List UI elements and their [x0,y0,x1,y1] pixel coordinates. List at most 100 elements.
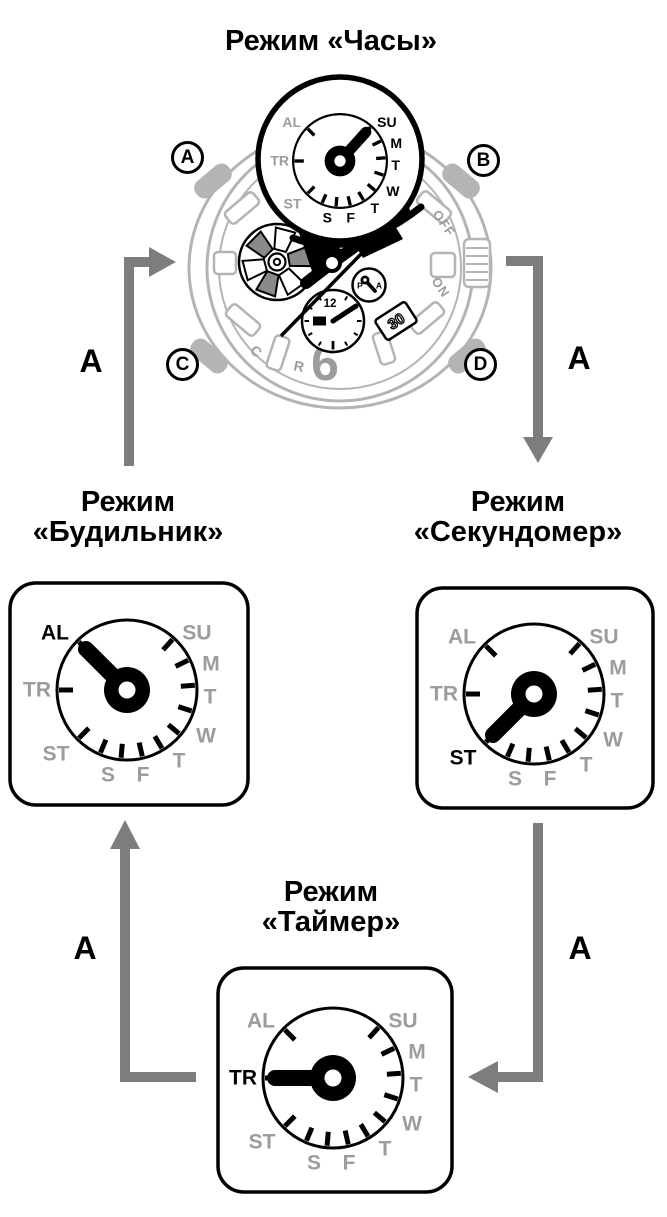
timer-dial-label-day-1-m: M [408,1041,426,1064]
clock-mode-title-text: Режим «Часы» [225,25,437,57]
clock-magnified-subdial-label-day-0-su: SU [377,114,397,130]
alarm-mode-title: Режим «Будильник» [8,487,248,547]
timer-dial-tick [386,1070,402,1077]
timer-dial-tick [383,1092,399,1102]
timer-dial-label-day-5-f: F [343,1152,356,1175]
arrow-label-alarm-to-clock: A [79,343,103,379]
propeller-blade [277,267,306,297]
hour-marker [265,334,291,372]
watch-pusher-c [190,338,228,374]
alarm-dial-tick [180,682,196,689]
alarm-mode-title-line1: Режим [80,486,176,518]
clock-mode-title: Режим «Часы» [171,26,491,56]
stopwatch-dial-tick [568,641,582,656]
dial-letter-r: R [292,357,305,375]
stopwatch-dial-label-st: ST [450,747,477,770]
propeller-blade [254,270,280,298]
ampm-a-label: A [376,281,382,291]
clock-magnified-subdial-tick [306,185,316,195]
hour-marker [429,251,457,279]
clock-magnified-subdial-label-day-3-w: W [386,183,400,199]
pusher-label-a-text: A [180,146,195,168]
stopwatch-dial-label-day-1-m: M [609,657,627,680]
alarm-dial-tick [118,743,125,758]
alarm-dial-tick [152,734,165,750]
timer-dial-tick [358,1122,371,1138]
alarm-dial-label-tr: TR [23,679,51,702]
hour-marker [415,190,453,224]
pusher-label-b-text: B [476,149,491,171]
stopwatch-dial-tick [581,661,597,673]
alarm-dial-tick [77,726,91,740]
stopwatch-dial-label-tr: TR [430,683,458,706]
propeller-blade [273,226,297,254]
alarm-dial-label-day-0-su: SU [182,622,211,645]
stopwatch-dial-label-day-3-w: W [603,729,623,752]
arrow-timer-to-alarm-head [110,820,140,849]
alarm-dial-tick [98,738,109,754]
arrow-timer-to-alarm [120,847,196,1082]
timer-dial-tick [367,1025,381,1040]
hour-marker [371,330,397,366]
pusher-label-d-text: D [473,353,488,375]
arrow-clock-to-stopwatch-head [523,437,553,463]
alarm-dial-label-day-6-s: S [101,764,115,787]
clock-magnified-subdial-label-al: AL [282,114,301,130]
alarm-dial-tick [174,657,190,669]
stopwatch-dial-label-day-4-t: T [580,754,593,777]
alarm-dial-label-st: ST [43,743,70,766]
alarm-dial-tick [177,704,193,714]
timer-dial-label-day-6-s: S [307,1152,321,1175]
alarm-mode-title-line2: «Будильник» [32,516,224,548]
alarm-dial-label-day-1-m: M [202,653,220,676]
clock-magnified-subdial-tick [366,182,376,192]
alarm-dial-label-day-4-t: T [173,750,186,773]
subdial-numeral-12: 12 [324,298,337,310]
arrow-label-stopwatch-to-timer: A [568,930,592,966]
clock-magnified-subdial-tick [375,156,386,161]
clock-magnified-subdial-tick [306,127,316,137]
stopwatch-dial-tick [505,742,516,758]
pusher-label-d: D [464,348,497,381]
timer-dial-label-day-4-t: T [379,1138,392,1161]
stopwatch-dial-tick [525,747,532,762]
alarm-dial-label-day-3-w: W [196,725,216,748]
hour-marker [212,250,238,276]
timer-dial-label-day-2-t: T [410,1074,423,1097]
clock-magnified-subdial-tick [334,196,339,207]
ampm-p-label: P [357,281,363,291]
dial-letter-c: C [247,342,265,361]
clock-magnified-subdial-label-day-6-s: S [323,209,332,225]
alarm-dial-label-al: AL [41,622,69,645]
clock-magnified-subdial-tick [371,139,382,147]
stopwatch-dial-tick [484,644,498,658]
timer-dial-label-day-0-su: SU [388,1010,417,1033]
subdial-hand [330,303,359,324]
stopwatch-dial-tick [573,726,588,740]
timer-dial-tick [342,1130,351,1145]
alarm-dial-hand-hub-hole [118,681,136,699]
pusher-label-c-text: C [175,353,190,375]
subdial-hand-tail [313,316,326,326]
crown-off-label: OFF [430,207,459,239]
arrow-label-timer-to-alarm: A [73,930,97,966]
stopwatch-dial-tick [559,738,572,754]
hour-marker [408,301,446,335]
propeller-blade [241,258,269,282]
clock-magnified-subdial-label-day-4-t: T [371,200,380,216]
clock-magnified-subdial-label-tr: TR [270,152,289,168]
clock-magnified-subdial-tick [357,191,365,201]
stopwatch-dial-label-day-2-t: T [611,690,624,713]
hour-marker [223,191,261,225]
alarm-dial-tick [166,722,181,736]
arrow-alarm-to-clock [124,257,157,466]
stopwatch-dial-label-day-6-s: S [508,768,522,791]
clock-magnified-subdial-label-day-5-f: F [346,209,355,225]
clock-magnified-subdial-hand-hub-hole [334,155,346,167]
clock-magnified-subdial-tick [346,195,352,206]
